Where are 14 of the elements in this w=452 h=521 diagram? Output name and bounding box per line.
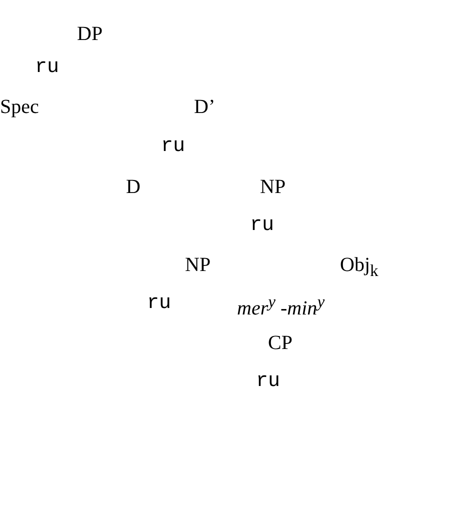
tree-node-label: NP — [185, 253, 211, 277]
tree-node-label: mer$^{y}$ -min$^{y}$ — [237, 291, 325, 321]
branch-text: ru — [35, 56, 60, 80]
branch-text: ru — [250, 214, 274, 238]
branch-text: ru — [256, 370, 280, 394]
tree-node-label: DP — [77, 22, 103, 46]
tree-node-label: Spec — [0, 95, 39, 119]
tree-node-label: Obj$_{k}$ — [340, 253, 378, 282]
tree-node-label: D — [126, 175, 140, 199]
branch-text: ru — [147, 292, 172, 316]
tree-node-label: NP — [260, 175, 286, 199]
tree-node-label: CP — [268, 331, 292, 355]
branch-text: ru — [161, 135, 186, 159]
tree-node-label: D’ — [194, 95, 216, 119]
